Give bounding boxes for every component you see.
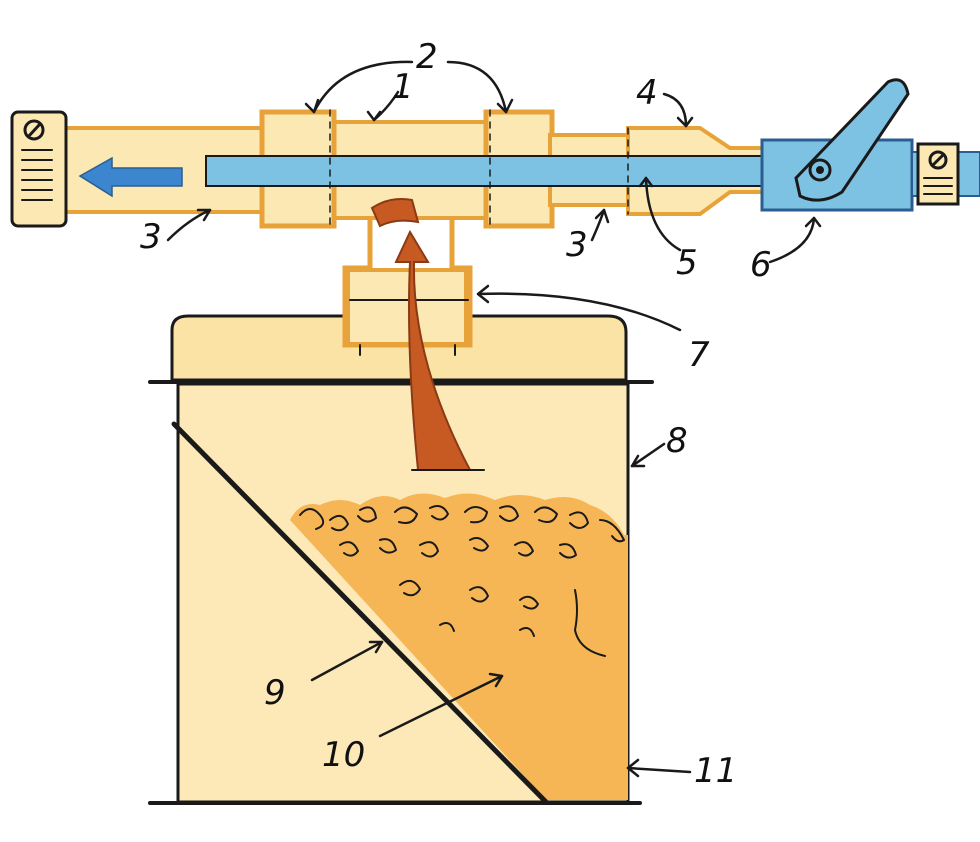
main-pipe bbox=[58, 109, 772, 229]
callout-6: 6 bbox=[750, 245, 772, 285]
inner-water-tube bbox=[205, 155, 767, 187]
wax-flakes bbox=[299, 505, 625, 657]
callout-5: 5 bbox=[676, 243, 698, 283]
arrow-up-icon bbox=[370, 198, 485, 471]
callout-4: 4 bbox=[636, 73, 658, 113]
valve-lever-icon bbox=[760, 78, 914, 212]
callout-3-left: 3 bbox=[140, 217, 162, 257]
inner-bag-edge bbox=[171, 421, 549, 805]
callout-3-right: 3 bbox=[566, 225, 588, 265]
callout-7: 7 bbox=[688, 335, 710, 375]
callout-10: 10 bbox=[322, 735, 365, 775]
arrow-left-icon bbox=[78, 156, 183, 198]
callout-9: 9 bbox=[264, 673, 286, 713]
callout-2: 2 bbox=[416, 37, 438, 77]
callout-11: 11 bbox=[694, 751, 737, 791]
callout-1: 1 bbox=[392, 67, 414, 107]
canister-lid bbox=[170, 314, 628, 382]
tee-body bbox=[346, 268, 468, 346]
wax-fill bbox=[290, 493, 628, 800]
hose-fitting-icon bbox=[10, 110, 68, 228]
tee-connector bbox=[330, 209, 490, 356]
leader-lines bbox=[166, 60, 822, 778]
hose-fitting-icon bbox=[911, 142, 980, 206]
callout-8: 8 bbox=[666, 421, 688, 461]
canister bbox=[148, 314, 654, 805]
